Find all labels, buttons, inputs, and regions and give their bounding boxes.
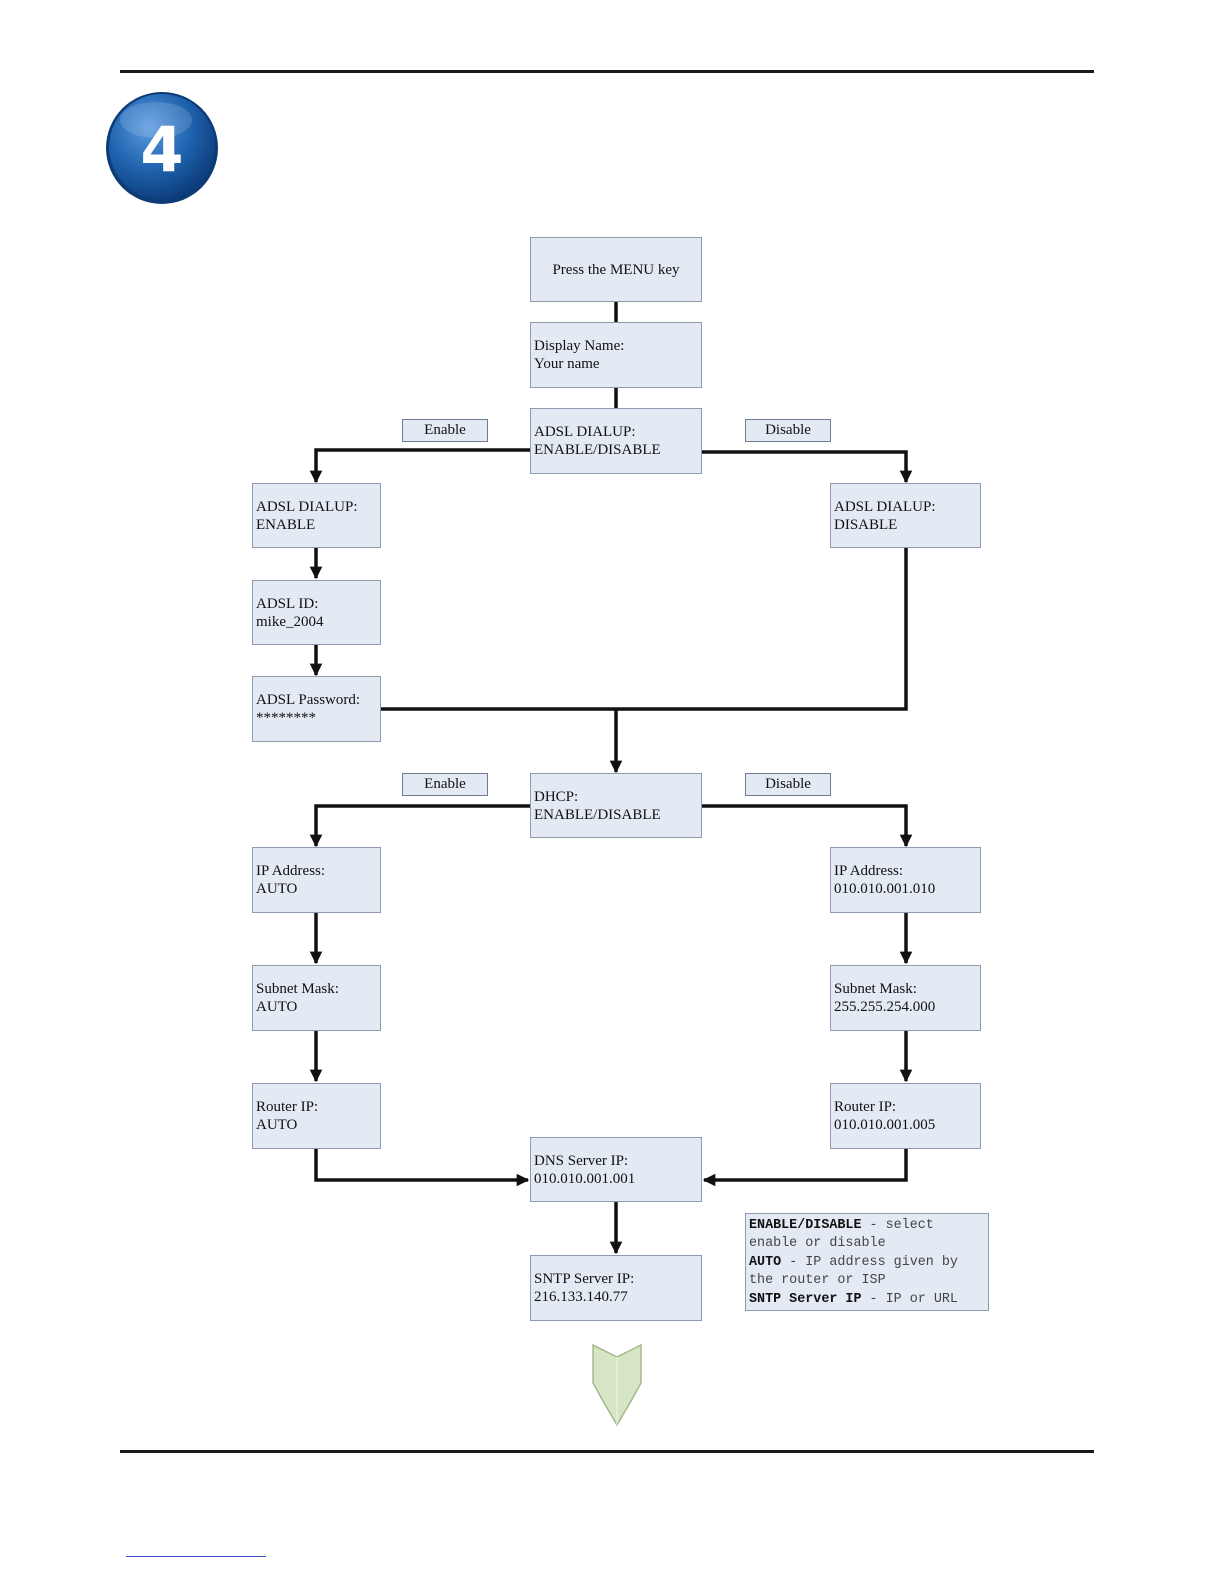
adsl-enabled-value: ENABLE — [256, 516, 316, 533]
legend-sep: - — [861, 1291, 886, 1307]
box-router-auto: Router IP: AUTO — [252, 1083, 381, 1149]
legend-item: AUTO - IP address given by the router or… — [749, 1254, 985, 1291]
box-press-menu: Press the MENU key — [530, 237, 702, 302]
adsl-password-label: ADSL Password: — [256, 692, 361, 708]
connector-join-adsl — [381, 548, 908, 711]
ip-auto-value: AUTO — [256, 881, 298, 897]
connector-dhcp-enable — [309, 804, 530, 848]
legend-term: ENABLE/DISABLE — [749, 1218, 862, 1233]
adsl-disabled-value: DISABLE — [834, 516, 898, 533]
display-name-label: Display Name: — [534, 338, 625, 354]
box-adsl-enabled: ADSL DIALUP: ENABLE — [252, 483, 381, 548]
box-adsl-disabled: ADSL DIALUP: DISABLE — [830, 483, 981, 548]
subnet-auto-value: AUTO — [256, 999, 298, 1015]
dns-value: 010.010.001.001 — [534, 1170, 636, 1187]
box-router-static: Router IP: 010.010.001.005 — [830, 1083, 981, 1149]
connector-adsl-disable — [702, 450, 913, 484]
footer-link-underline — [126, 1556, 266, 1557]
router-static-value: 010.010.001.005 — [834, 1117, 936, 1133]
tag-dhcp-enable: Enable — [402, 773, 488, 796]
router-auto-value: AUTO — [256, 1117, 298, 1133]
box-subnet-static: Subnet Mask: 255.255.254.000 — [830, 965, 981, 1031]
dhcp-label: DHCP: — [534, 788, 579, 805]
adsl-id-label: ADSL ID: — [256, 595, 319, 612]
legend-item: ENABLE/DISABLE - select enable or disabl… — [749, 1217, 985, 1254]
continue-down-arrow-icon — [592, 1343, 642, 1427]
legend-term: AUTO — [749, 1254, 782, 1270]
sntp-value: 216.133.140.77 — [534, 1289, 628, 1305]
tag-dhcp-disable: Disable — [745, 773, 831, 796]
box-press-menu-text: Press the MENU key — [552, 261, 680, 278]
tag-adsl-enable: Enable — [402, 419, 488, 442]
box-adsl-dialup: ADSL DIALUP: ENABLE/DISABLE — [530, 408, 702, 474]
ip-static-label: IP Address: — [834, 863, 904, 879]
legend-item: SNTP Server IP - IP or URL — [749, 1291, 985, 1309]
ip-auto-label: IP Address: — [256, 863, 326, 879]
box-dhcp: DHCP: ENABLE/DISABLE — [530, 773, 702, 838]
legend-sep: - — [861, 1218, 886, 1233]
display-name-value: Your name — [534, 356, 600, 372]
adsl-password-value: ******** — [256, 710, 316, 726]
dhcp-value: ENABLE/DISABLE — [534, 806, 661, 823]
adsl-dialup-value: ENABLE/DISABLE — [534, 442, 661, 458]
tag-adsl-disable: Disable — [745, 419, 831, 442]
legend-desc: IP or URL — [885, 1291, 958, 1307]
legend-desc: select enable or disable — [749, 1218, 934, 1252]
subnet-static-label: Subnet Mask: — [834, 981, 917, 997]
step-number-badge-icon: 4 — [106, 92, 218, 204]
legend-box: ENABLE/DISABLE - select enable or disabl… — [745, 1213, 989, 1311]
connector-router-auto-to-dns — [314, 1149, 530, 1187]
router-static-label: Router IP: — [834, 1099, 897, 1115]
box-adsl-id: ADSL ID: mike_2004 — [252, 580, 381, 645]
ip-static-value: 010.010.001.010 — [834, 881, 936, 897]
legend-desc: IP address given by the router or ISP — [749, 1254, 958, 1289]
adsl-disabled-label: ADSL DIALUP: — [834, 498, 936, 515]
connector-dhcp-disable — [702, 804, 913, 848]
connector-router-static-to-dns — [702, 1149, 908, 1187]
adsl-dialup-label: ADSL DIALUP: — [534, 424, 636, 440]
box-sntp: SNTP Server IP: 216.133.140.77 — [530, 1255, 702, 1321]
subnet-auto-label: Subnet Mask: — [256, 981, 339, 997]
step-number: 4 — [140, 114, 183, 187]
top-rule — [120, 70, 1094, 73]
box-dns: DNS Server IP: 010.010.001.001 — [530, 1137, 702, 1202]
dns-label: DNS Server IP: — [534, 1152, 629, 1169]
box-adsl-password: ADSL Password: ******** — [252, 676, 381, 742]
router-auto-label: Router IP: — [256, 1099, 319, 1115]
box-display-name: Display Name: Your name — [530, 322, 702, 388]
bottom-rule — [120, 1450, 1094, 1453]
adsl-enabled-label: ADSL DIALUP: — [256, 498, 358, 515]
box-ip-auto: IP Address: AUTO — [252, 847, 381, 913]
step-badge: 4 — [104, 90, 220, 206]
subnet-static-value: 255.255.254.000 — [834, 999, 936, 1015]
box-subnet-auto: Subnet Mask: AUTO — [252, 965, 381, 1031]
connector-adsl-enable — [309, 448, 530, 484]
legend-sep: - — [781, 1254, 806, 1270]
legend-term: SNTP Server IP — [749, 1291, 862, 1307]
sntp-label: SNTP Server IP: — [534, 1271, 635, 1287]
adsl-id-value: mike_2004 — [256, 613, 324, 630]
box-ip-static: IP Address: 010.010.001.010 — [830, 847, 981, 913]
